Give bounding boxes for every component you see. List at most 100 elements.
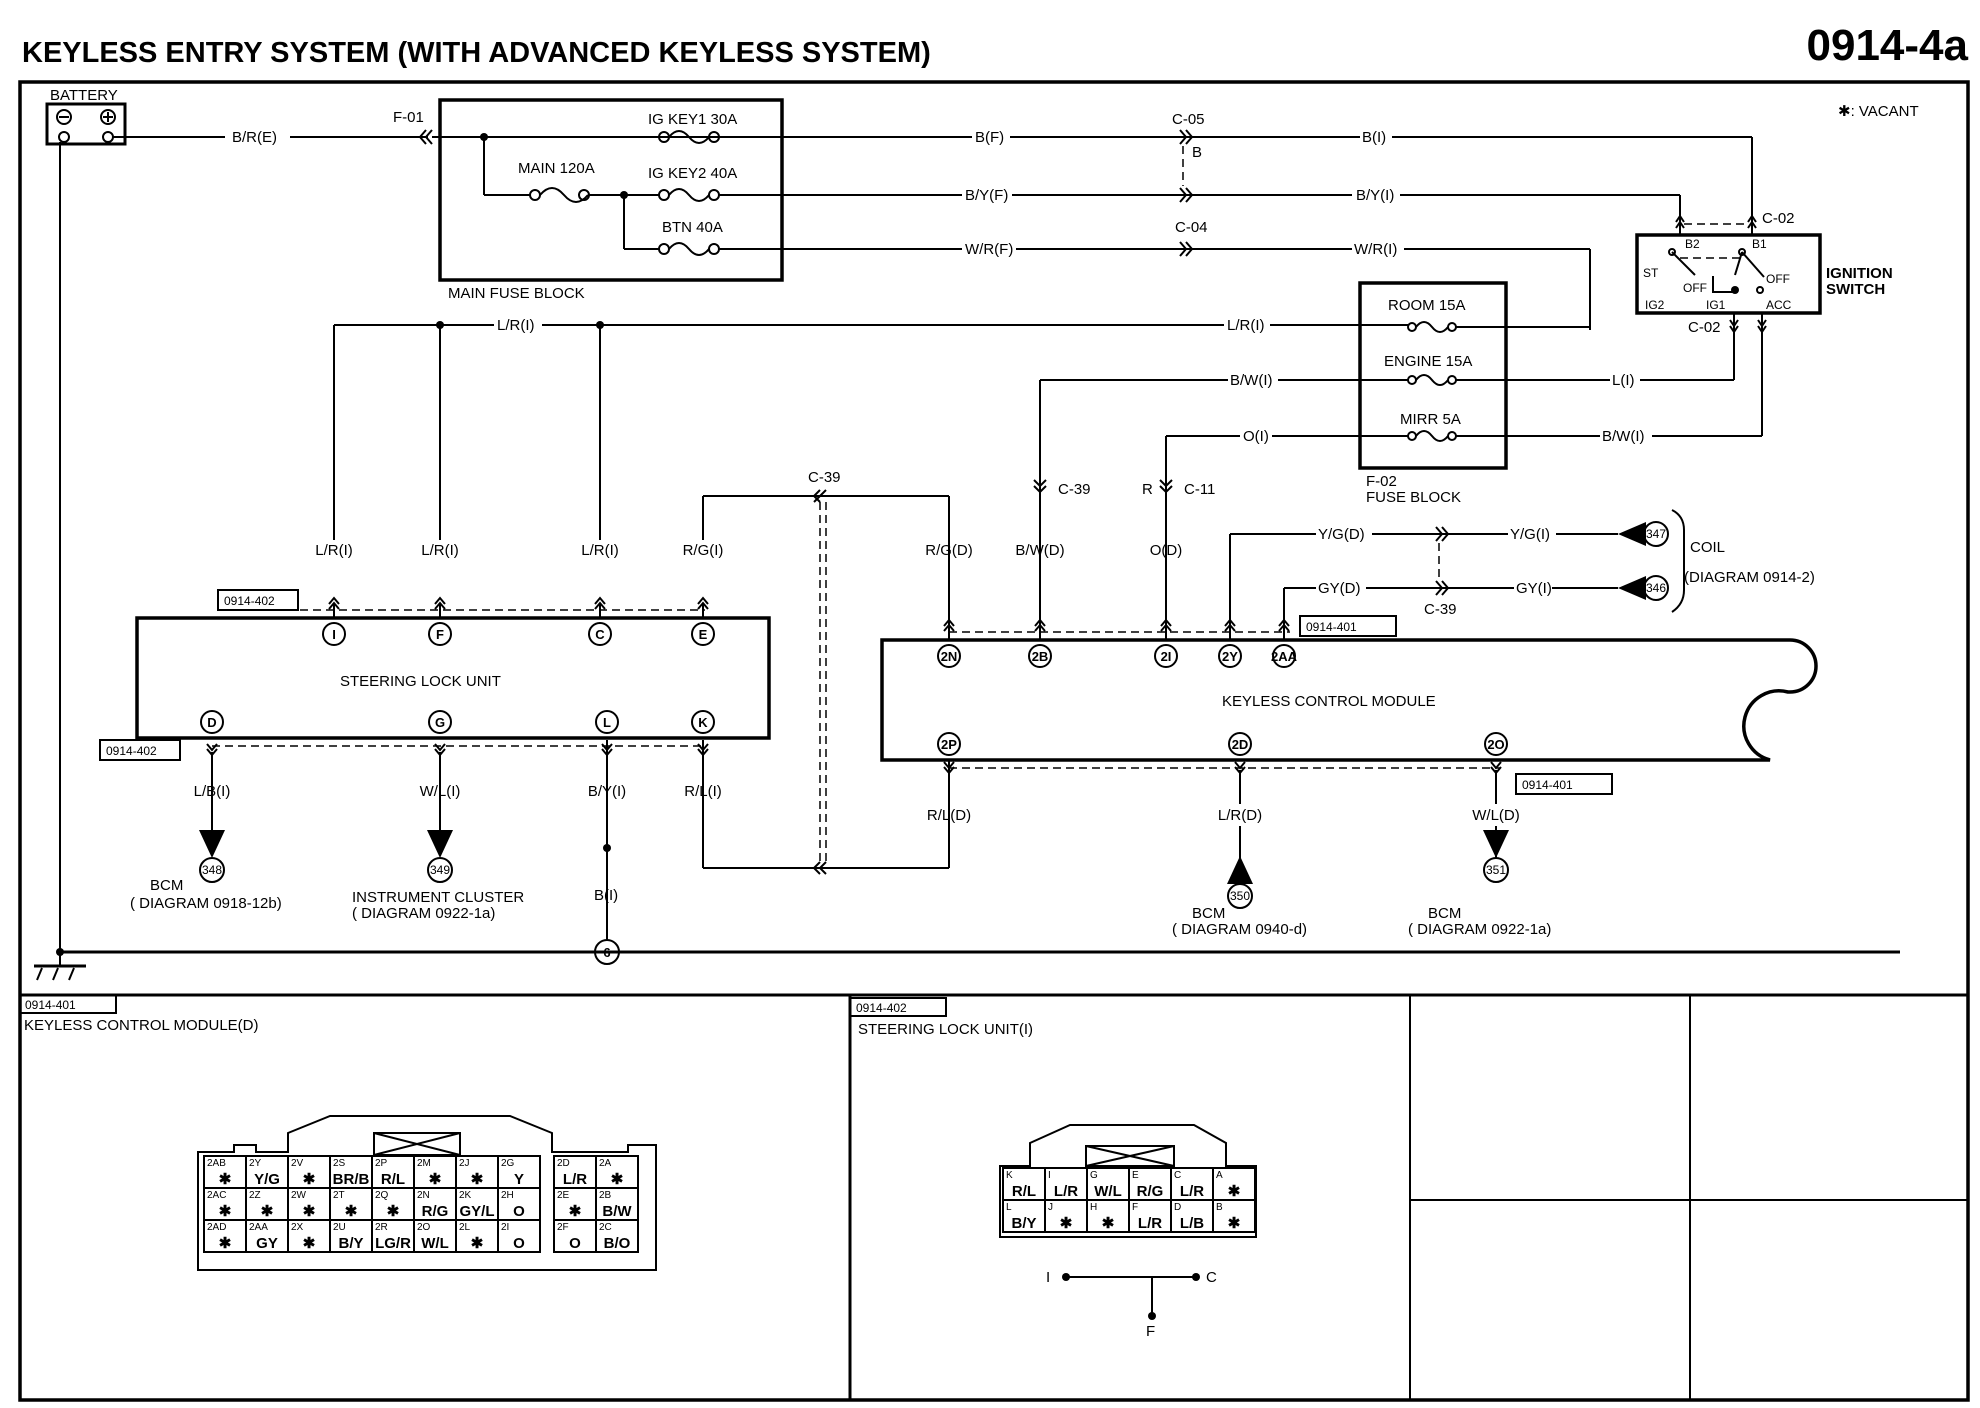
page-title: KEYLESS ENTRY SYSTEM (WITH ADVANCED KEYL…	[22, 37, 931, 69]
wire-label: R/G(I)	[683, 542, 724, 559]
cell-color: R/G	[1137, 1183, 1164, 1200]
connector-c11-label: C-11	[1184, 481, 1215, 498]
wire-label: L/R(I)	[1227, 317, 1265, 334]
cell-color: ✱	[303, 1235, 316, 1252]
cell-color: O	[569, 1235, 581, 1252]
kcm-pin-0	[937, 644, 961, 668]
connector-cell	[1212, 1199, 1256, 1233]
keyless-control-module-label: KEYLESS CONTROL MODULE	[1222, 693, 1436, 710]
terminal-b1: B1	[1752, 237, 1767, 251]
connector-icon	[697, 596, 709, 610]
panel-kcm-title: KEYLESS CONTROL MODULE(D)	[24, 1017, 259, 1034]
cell-color: GY	[256, 1235, 278, 1252]
cell-pin: 2S	[333, 1158, 346, 1169]
cell-color: ✱	[1228, 1215, 1241, 1232]
wire-label-ground: B(I)	[594, 887, 618, 904]
cell-pin: H	[1090, 1202, 1097, 1213]
connector-c39-coil: C-39	[1424, 601, 1457, 618]
cell-color: R/G	[422, 1203, 449, 1220]
battery: BATTERY	[45, 87, 127, 146]
ignition-switch-label: IGNITION	[1826, 265, 1893, 282]
fuse-engine: ENGINE 15A	[1384, 353, 1472, 370]
connector-icon	[594, 596, 606, 610]
wire-label: B/W(D)	[1015, 542, 1064, 559]
connector-c04: C-04	[1175, 219, 1208, 236]
cell-pin: 2Y	[249, 1158, 262, 1169]
cell-pin: 2T	[333, 1190, 345, 1201]
connector-icon	[434, 596, 446, 610]
destination-diagram: ( DIAGRAM 0940-d)	[1172, 921, 1307, 938]
coil-diagram: (DIAGRAM 0914-2)	[1684, 569, 1815, 586]
kcm-connector-face: 2AB✱2YY/G2V✱2SBR/B2PR/L2M✱2J✱2GY2DL/R2A✱…	[197, 1115, 657, 1271]
cell-pin: E	[1132, 1170, 1139, 1181]
wire-label: L/B(I)	[194, 783, 231, 800]
wire-label: L/R(I)	[497, 317, 535, 334]
wire-label: O(D)	[1150, 542, 1183, 559]
cell-pin: 2G	[501, 1158, 515, 1169]
kcm-bottom-pin-1-label: 2D	[1232, 737, 1249, 752]
connector-icon	[1729, 319, 1767, 334]
terminal-b2: B2	[1685, 237, 1700, 251]
destination-diagram: ( DIAGRAM 0922-1a)	[352, 905, 495, 922]
cell-pin: 2B	[599, 1190, 612, 1201]
fuse-room: ROOM 15A	[1388, 297, 1466, 314]
slu-pin-2	[588, 622, 612, 646]
cell-pin: 2N	[417, 1190, 430, 1201]
slu-bottom-pin-0-label: D	[207, 715, 216, 730]
cell-pin: 2O	[417, 1222, 431, 1233]
panel-slu-ref: 0914-402	[856, 1001, 907, 1015]
cell-pin: 2U	[333, 1222, 346, 1233]
ref-347-text: 347	[1646, 527, 1666, 541]
fuse-icon	[1407, 430, 1457, 442]
ref-steering-lock-top: 0914-402	[224, 594, 275, 608]
connector-icon	[1675, 214, 1757, 229]
cell-pin: 2AB	[207, 1158, 226, 1169]
steering-lock-unit	[135, 616, 771, 740]
slu-pin-1-label: F	[436, 627, 444, 642]
wire-label: L/R(I)	[421, 542, 459, 559]
slu-bottom-pin-2-label: L	[603, 715, 611, 730]
cell-pin: J	[1048, 1202, 1053, 1213]
connector-icon	[1435, 526, 1450, 596]
slu-pin-2-label: C	[595, 627, 605, 642]
cell-pin: G	[1090, 1170, 1098, 1181]
arrow-left-icon	[1618, 576, 1646, 600]
fuse-icon	[529, 187, 590, 203]
wire-label-battery: B/R(E)	[232, 129, 277, 146]
arrow-down-icon	[427, 830, 453, 858]
arrow-left-icon	[1618, 522, 1646, 546]
destination-name: BCM	[1192, 905, 1225, 922]
destination-ref: 348	[202, 863, 222, 877]
wire-label: B/W(I)	[1602, 428, 1645, 445]
cell-pin: 2AC	[207, 1190, 226, 1201]
fuse-icon	[658, 242, 720, 256]
connector-c39-label-mid: C-39	[808, 469, 841, 486]
cell-pin: 2V	[291, 1158, 304, 1169]
cell-pin: 2I	[501, 1222, 509, 1233]
connector-icon	[1179, 241, 1194, 257]
cell-color: LG/R	[375, 1235, 411, 1252]
cell-color: BR/B	[333, 1171, 370, 1188]
cell-color: B/Y	[338, 1235, 363, 1252]
ref-kcm-top: 0914-401	[1306, 620, 1357, 634]
wire-label: B(I)	[1362, 129, 1386, 146]
ref-347	[1643, 521, 1669, 547]
cell-pin: 2AD	[207, 1222, 226, 1233]
destination-ref: 351	[1486, 863, 1506, 877]
keyless-control-module	[880, 638, 1818, 762]
kcm-pin-4-label: 2AA	[1271, 649, 1298, 664]
steering-lock-unit-label: STEERING LOCK UNIT	[340, 673, 501, 690]
fuse-ig-key1: IG KEY1 30A	[648, 111, 737, 128]
slu-bottom-pin-2	[595, 710, 619, 734]
destination-name: INSTRUMENT CLUSTER	[352, 889, 524, 906]
ref-box	[1299, 615, 1397, 637]
wire-label: R/G(D)	[925, 542, 973, 559]
arrow-down-icon	[1483, 830, 1509, 858]
kcm-bottom-pin-2-label: 2O	[1487, 737, 1504, 752]
cell-color: L/R	[1138, 1215, 1162, 1232]
kcm-pin-0-label: 2N	[941, 649, 958, 664]
ref-box	[849, 997, 947, 1017]
ref-346-text: 346	[1646, 581, 1666, 595]
